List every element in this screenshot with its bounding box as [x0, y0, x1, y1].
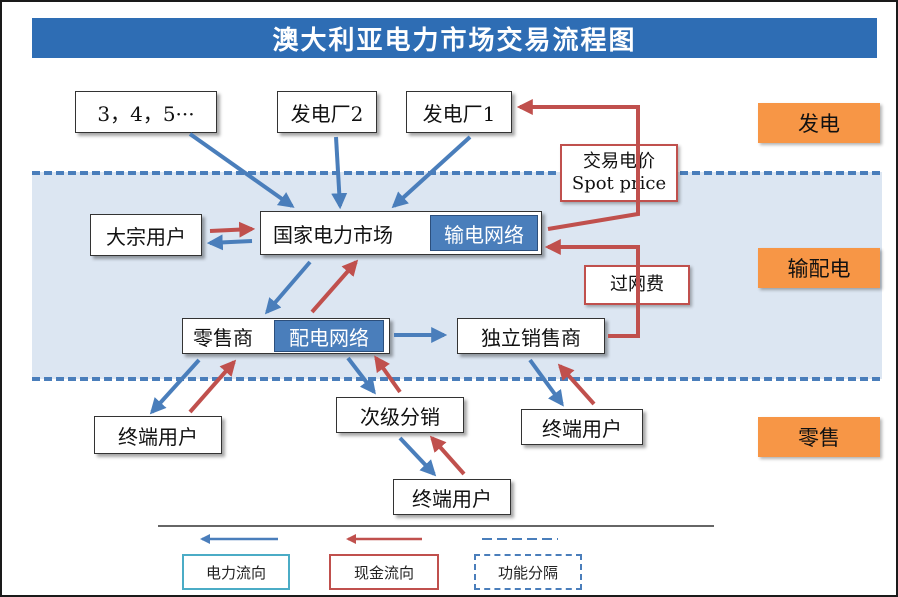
node-end-user-right: 终端用户	[521, 409, 643, 445]
node-sub-distributor: 次级分销	[336, 397, 464, 433]
zone-generation: 发电	[758, 103, 880, 143]
node-gen1: 发电厂1	[406, 91, 512, 133]
legend-cash-flow: 现金流向	[329, 554, 439, 590]
cash-enduser-to-subdist	[429, 435, 466, 476]
legend-function-separation: 功能分隔	[474, 554, 582, 590]
node-gen-others: 3，4，5···	[75, 91, 217, 133]
national-market-label: 国家电力市场	[273, 222, 393, 247]
spot-price-en: Spot price	[571, 173, 667, 194]
node-end-user-bottom: 终端用户	[393, 479, 511, 515]
node-transmission-network: 输电网络	[430, 215, 538, 251]
power-subdist-to-enduser	[398, 436, 437, 477]
node-bulk-user: 大宗用户	[90, 214, 202, 256]
retailer-label: 零售商	[193, 325, 253, 350]
node-independent-retailer: 独立销售商	[457, 318, 605, 354]
diagram-title: 澳大利亚电力市场交易流程图	[32, 18, 877, 58]
node-gen2: 发电厂2	[277, 91, 377, 133]
spot-price-cn: 交易电价	[583, 150, 655, 172]
zone-transmission-distribution: 输配电	[758, 248, 880, 288]
separator-bottom	[32, 377, 880, 381]
separator-top	[32, 171, 880, 175]
node-distribution-network: 配电网络	[274, 320, 384, 352]
network-fee-label: 过网费	[584, 265, 690, 305]
zone-retail: 零售	[758, 417, 880, 457]
node-end-user-left: 终端用户	[94, 416, 222, 454]
spot-price-label: 交易电价 Spot price	[560, 144, 678, 202]
legend-power-flow: 电力流向	[182, 554, 290, 590]
